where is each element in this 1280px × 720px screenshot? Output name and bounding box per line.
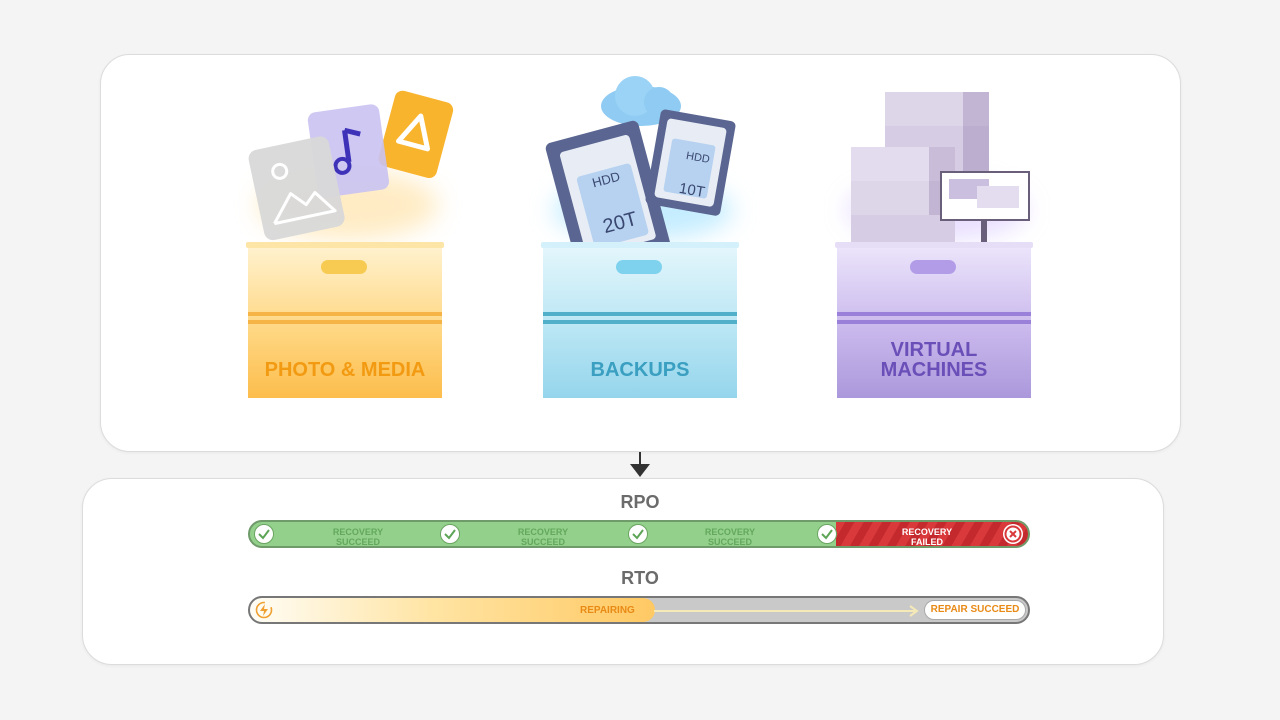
failed-x-icon <box>1003 524 1023 544</box>
server-rack-icon <box>851 92 1030 250</box>
box-lid <box>246 242 444 248</box>
box-stripe <box>543 320 737 324</box>
rpo-segment-label: RECOVERY SUCCEED <box>704 527 756 547</box>
rpo-title: RPO <box>620 492 660 512</box>
box-handle <box>910 260 956 274</box>
rpo-failed-segment: RECOVERY FAILED <box>836 522 1028 546</box>
box-lid <box>835 242 1033 248</box>
backups-group: HDD 20T HDD 10T BACKUPS <box>541 60 743 400</box>
photo-media-label: PHOTO & MEDIA <box>264 359 426 381</box>
rpo-segment-label: RECOVERY SUCCEED <box>332 527 384 547</box>
recovery-metrics-panel <box>82 478 1164 665</box>
media-files-icon <box>248 90 454 241</box>
rto-timeline-bar: REPAIRING REPAIR SUCCEED <box>248 596 1030 624</box>
rpo-timeline-bar: RECOVERY FAILED RECOVERY SUCCEED RECOVER… <box>248 520 1030 548</box>
box-handle <box>616 260 662 274</box>
vm-label-line2: MACHINES <box>880 359 988 381</box>
box-stripe <box>837 320 1031 324</box>
backups-label: BACKUPS <box>590 359 690 381</box>
rpo-failed-label: RECOVERY FAILED <box>901 527 953 547</box>
rto-title: RTO <box>621 568 659 588</box>
rto-repairing-label: REPAIRING <box>580 605 635 616</box>
backups-box: BACKUPS <box>541 242 739 398</box>
progress-arrow-icon <box>654 605 919 617</box>
repair-lightning-icon <box>255 601 273 619</box>
box-lid <box>541 242 739 248</box>
box-stripe <box>543 312 737 316</box>
success-check-icon <box>440 524 460 544</box>
box-handle <box>321 260 367 274</box>
rto-repairing-progress <box>250 598 655 622</box>
photo-media-box: PHOTO & MEDIA <box>246 242 444 398</box>
vm-label-line1: VIRTUAL <box>890 339 978 361</box>
rto-succeed-badge: REPAIR SUCCEED <box>924 600 1026 620</box>
success-check-icon <box>628 524 648 544</box>
rpo-segment-label: RECOVERY SUCCEED <box>517 527 569 547</box>
box-stripe <box>248 312 442 316</box>
virtual-machines-box: VIRTUAL MACHINES <box>835 242 1033 398</box>
box-stripe <box>248 320 442 324</box>
box-stripe <box>837 312 1031 316</box>
down-arrow-icon <box>630 452 650 477</box>
photo-media-group: PHOTO & MEDIA <box>246 60 454 400</box>
hdd-drives-icon <box>545 76 736 250</box>
success-check-icon <box>254 524 274 544</box>
success-check-icon <box>817 524 837 544</box>
virtual-machines-group: VIRTUAL MACHINES <box>835 60 1037 400</box>
